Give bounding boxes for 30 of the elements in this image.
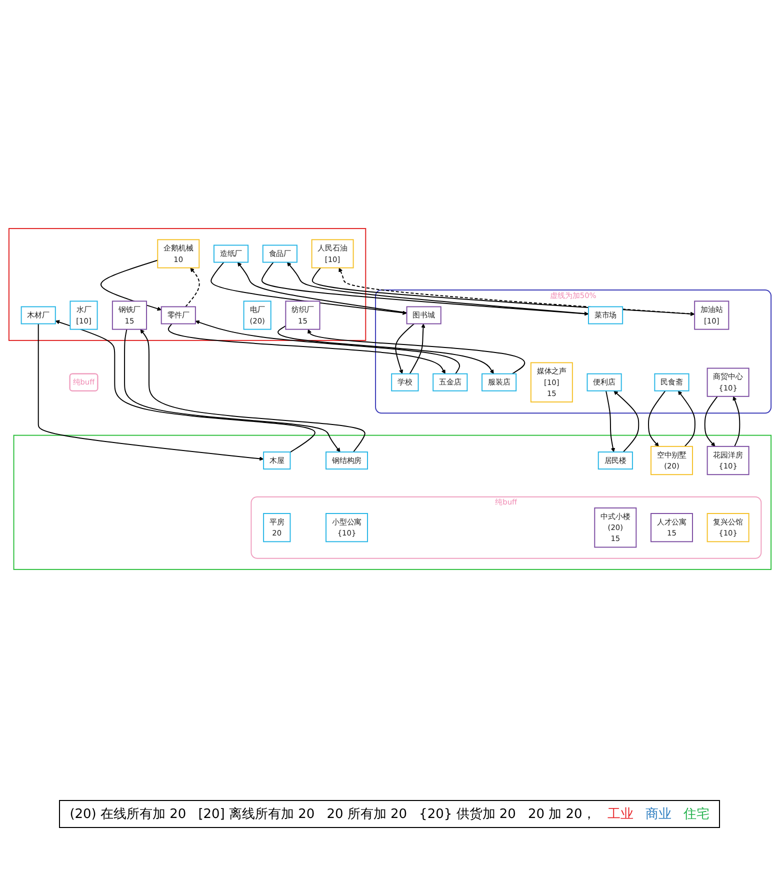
arrow: [140, 329, 365, 452]
legend-entry: 20 所有加 20: [326, 806, 408, 823]
arrow: [210, 262, 406, 315]
arrow: [605, 390, 615, 452]
arrow: [236, 262, 407, 314]
arrow: [54, 320, 315, 453]
arrow: [648, 390, 666, 447]
arrow: [307, 329, 525, 374]
legend-entry: 工业: [607, 806, 634, 823]
legend-entry: {20} 供货加 20: [419, 806, 516, 823]
arrow: [277, 325, 494, 374]
legend-entry: (20) 在线所有加 20: [70, 806, 186, 823]
arrow: [184, 268, 200, 308]
arrow: [100, 260, 162, 311]
arrow: [704, 396, 718, 447]
legend-entry: 商业: [645, 806, 672, 823]
legend-entry: 20 加 20，: [528, 806, 596, 823]
arrow: [394, 323, 414, 374]
arrow: [677, 390, 695, 447]
arrow: [124, 328, 340, 452]
arrow: [408, 324, 425, 374]
arrow: [194, 320, 460, 374]
legend-entry: 住宅: [683, 806, 710, 823]
cluster: [12, 434, 772, 570]
arrow: [37, 323, 264, 461]
cluster: [8, 228, 366, 341]
arrow: [613, 390, 639, 452]
legend-entry: [20] 离线所有加 20: [198, 806, 315, 823]
arrow: [732, 396, 740, 447]
arrow: [167, 323, 445, 374]
